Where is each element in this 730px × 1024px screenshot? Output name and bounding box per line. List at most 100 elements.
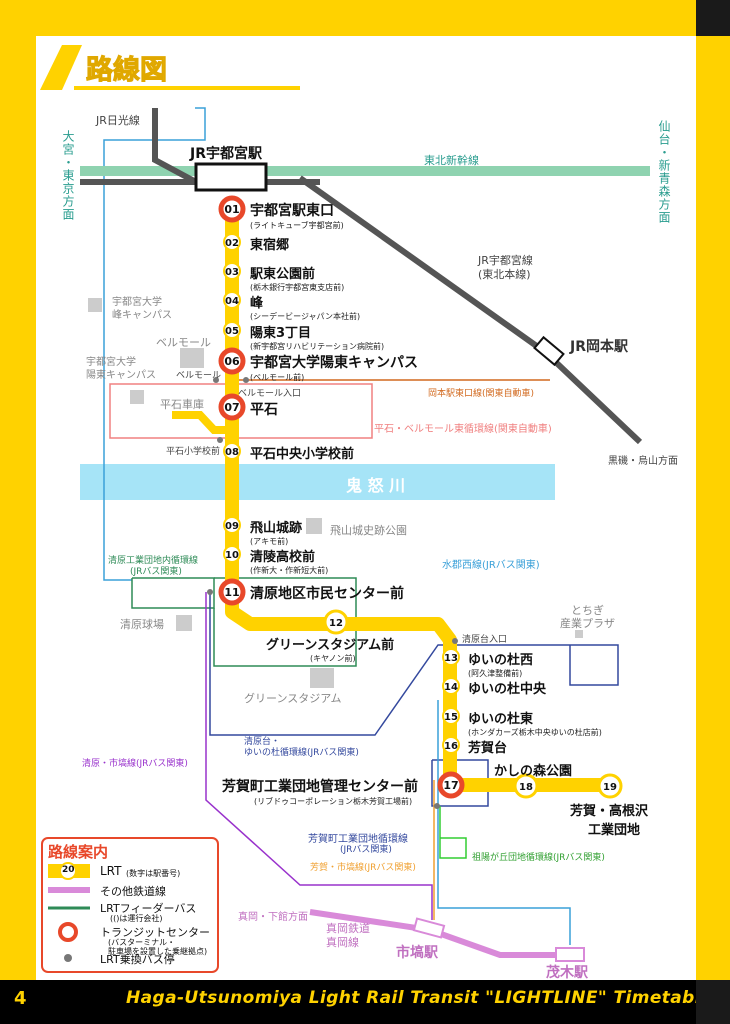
station-number-05: 05	[225, 326, 239, 337]
station-name: 清陵高校前	[250, 550, 316, 565]
station-marker-09[interactable]: 09	[223, 516, 241, 534]
label-hiraishi-elementary: 平石小学校前	[166, 447, 221, 457]
legend-lrt-label: LRT	[100, 864, 122, 878]
legend-other-rail-label: その他鉄道線	[100, 885, 166, 898]
station-circle-11	[218, 578, 246, 606]
station-name: 宇都宮駅東口	[250, 203, 334, 219]
station-label-02[interactable]: 東宿郷	[250, 234, 289, 253]
station-circle-07	[218, 393, 246, 421]
jr-utsunomiya-line-sub: (東北本線)	[478, 268, 531, 281]
label-kiyoharadai: 清原台入口	[462, 635, 508, 645]
station-label-17[interactable]: 芳賀町工業団地管理センター前(リブドゥコーポレーション栃木芳賀工場前)	[222, 776, 418, 807]
bus-route-shoyo	[439, 806, 467, 859]
station-circle-02	[223, 233, 241, 251]
legend-lrt-circle	[59, 862, 77, 880]
station-label-01[interactable]: 宇都宮駅東口(ライトキューブ宇都宮前)	[250, 200, 344, 231]
jr-utsunomiya-station-box	[194, 162, 268, 192]
ichihana-station-label: 市塙駅	[396, 945, 438, 961]
station-label-13[interactable]: ゆいの杜西(阿久津整備前)	[468, 649, 533, 679]
page-number: 4	[14, 988, 27, 1009]
station-marker-08[interactable]: 08	[223, 442, 241, 460]
station-marker-10[interactable]: 10	[223, 545, 241, 563]
station-number-18: 18	[519, 782, 533, 793]
station-marker-02[interactable]: 02	[223, 233, 241, 251]
station-number-09: 09	[225, 521, 239, 532]
station-marker-18[interactable]: 18	[513, 773, 539, 799]
station-label-09[interactable]: 飛山城跡(アキモ前)	[250, 517, 302, 547]
landmark-univ-mine	[88, 298, 102, 312]
legend-lrt-number: 20	[62, 865, 75, 875]
station-label-15[interactable]: ゆいの杜東(ホンダカーズ栃木中央ゆいの杜店前)	[468, 708, 602, 738]
bus-stop-bellmall-entrance	[243, 377, 249, 383]
station-marker-01[interactable]: 01	[218, 195, 246, 223]
label-green-stadium: グリーンスタジアム	[244, 692, 342, 705]
station-label-14[interactable]: ゆいの杜中央	[468, 678, 546, 697]
moka-railway-label: 真岡鉄道	[326, 922, 370, 935]
station-marker-16[interactable]: 16	[442, 736, 460, 754]
station-subtitle: (シーデービージャパン本社前)	[250, 312, 361, 321]
station-marker-19[interactable]: 19	[597, 773, 623, 799]
station-marker-03[interactable]: 03	[223, 262, 241, 280]
jr-nikko-line	[152, 108, 198, 185]
station-label-18[interactable]: かしの森公園	[494, 760, 572, 779]
jr-nikko-label: JR日光線	[96, 114, 140, 127]
station-label-07[interactable]: 平石	[250, 399, 278, 419]
legend-feeder-label: LRTフィーダーバス	[100, 902, 197, 915]
bus-haga-industrial-op: (JRバス関東)	[340, 845, 392, 855]
station-markers: 01 02 03 04 05 06 07 08 09 10 11 12 13 14 15 16 17 18 19	[218, 195, 623, 799]
station-label-06[interactable]: 宇都宮大学陽東キャンパス(ベルモール前)	[250, 352, 418, 383]
station-circle-01	[218, 195, 246, 223]
moka-direction-label: 真岡・下館方面	[238, 912, 308, 923]
station-subtitle: (阿久津整備前)	[468, 669, 523, 678]
station-label-12[interactable]: グリーンスタジアム前(キヤノン前)	[266, 634, 394, 664]
station-marker-12[interactable]: 12	[323, 609, 349, 635]
station-number-12: 12	[329, 618, 343, 629]
legend-lrt-note: (数字は駅番号)	[126, 869, 181, 878]
station-name: グリーンスタジアム前	[266, 638, 395, 653]
station-subtitle: (ベルモール前)	[250, 373, 305, 382]
footer-bar	[0, 980, 730, 1024]
station-label-03[interactable]: 駅東公園前(栃木銀行宇都宮東支店前)	[250, 263, 344, 293]
station-number-07: 07	[224, 401, 239, 414]
station-name: ゆいの杜西	[468, 653, 534, 668]
station-name: 芳賀台	[468, 741, 508, 756]
station-circle-04	[223, 291, 241, 309]
bus-stop-hiraishi-elementary	[217, 437, 223, 443]
station-label-19[interactable]: 芳賀・高根沢工業団地	[570, 800, 648, 838]
legend-title: 路線案内	[48, 843, 109, 861]
station-marker-07[interactable]: 07	[218, 393, 246, 421]
label-kiyohara-ballpark: 清原球場	[120, 618, 164, 631]
legend-transit-note-1: (バスターミナル・	[108, 938, 176, 947]
station-marker-05[interactable]: 05	[223, 321, 241, 339]
station-marker-15[interactable]: 15	[442, 707, 460, 725]
station-marker-11[interactable]: 11	[218, 578, 246, 606]
station-number-17: 17	[443, 779, 458, 792]
station-name: 清原地区市民センター前	[250, 586, 404, 602]
bus-stop-kiyohara	[207, 589, 213, 595]
station-circle-13	[442, 648, 460, 666]
landmark-green-stadium	[310, 668, 334, 688]
station-label-10[interactable]: 清陵高校前(作新大・作新短大前)	[250, 546, 328, 576]
kinugawa-label: 鬼 怒 川	[346, 476, 406, 495]
station-marker-14[interactable]: 14	[442, 677, 460, 695]
station-label-11[interactable]: 清原地区市民センター前	[250, 583, 404, 603]
bus-kiyoharadai-label-1: 清原台・	[244, 737, 281, 747]
map-frame	[36, 36, 696, 980]
station-subtitle: (キヤノン前)	[310, 654, 356, 663]
heading-accent	[40, 45, 82, 90]
station-circle-05	[223, 321, 241, 339]
station-label-04[interactable]: 峰(シーデービージャパン本社前)	[250, 292, 360, 322]
station-marker-04[interactable]: 04	[223, 291, 241, 309]
station-marker-17[interactable]: 17	[437, 771, 465, 799]
station-number-03: 03	[225, 267, 239, 278]
bus-kiyohara-ichihana-label: 清原・市塙線(JRバス関東)	[82, 759, 188, 769]
station-number-13: 13	[444, 653, 458, 664]
station-marker-13[interactable]: 13	[442, 648, 460, 666]
label-univ-yoto: 宇都宮大学陽東キャンパス	[86, 357, 156, 381]
station-label-05[interactable]: 陽東3丁目(新宇都宮リハビリテーション病院前)	[250, 322, 384, 352]
station-marker-06[interactable]: 06	[218, 347, 246, 375]
station-label-08[interactable]: 平石中央小学校前	[250, 443, 354, 462]
jr-okamoto-label: JR岡本駅	[570, 339, 628, 355]
station-label-16[interactable]: 芳賀台	[468, 737, 507, 756]
label-hiraishi-depot: 平石車庫	[160, 398, 204, 411]
